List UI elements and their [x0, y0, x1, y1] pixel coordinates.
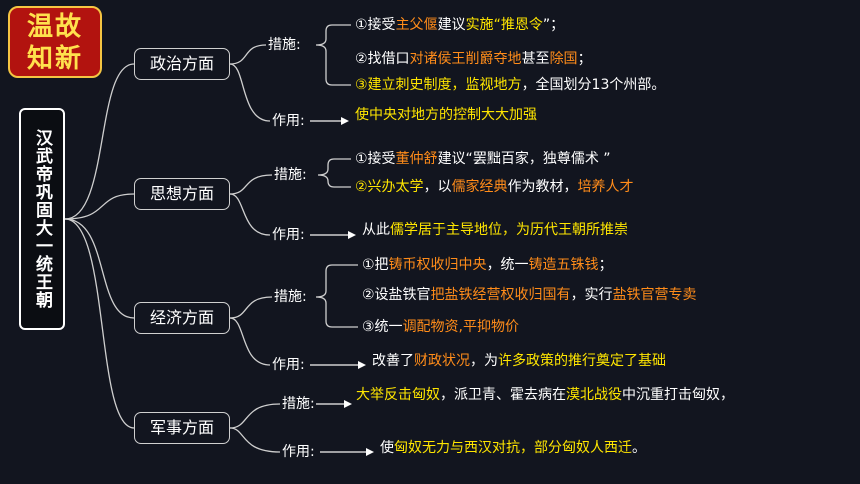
measure-text-seg: ； — [577, 51, 592, 67]
measure-item: ③建立刺史制度，监视地方，全国划分13个州部。 — [355, 76, 665, 94]
effect-text-seg: 使 — [380, 440, 394, 456]
measure-item: ②设盐铁官把盐铁经营权收归国有，实行盐铁官营专卖 — [362, 286, 697, 304]
measure-text-seg: ，统一 — [486, 257, 529, 273]
effect-label: 作用: — [272, 357, 305, 373]
measure-text-seg: ，以 — [423, 179, 452, 195]
measure-text-seg: 盐铁官营专卖 — [612, 287, 697, 303]
measure-text-seg: ③统一 — [362, 319, 403, 335]
category-politics: 政治方面 — [134, 48, 230, 80]
badge-line-1: 温故 — [26, 12, 83, 42]
category-thought: 思想方面 — [134, 178, 230, 210]
measure-label: 措施: — [274, 167, 307, 183]
measure-text-seg: 董仲舒 — [395, 151, 438, 167]
main-title: 汉武帝巩固大一统王朝 — [32, 129, 52, 309]
measure-text-seg: 对诸侯王削爵夺地 — [409, 51, 522, 67]
measure-text-seg: 主父偃 — [395, 17, 438, 33]
measure-text-seg: 作为教材， — [507, 179, 578, 195]
measure-text-seg: ； — [598, 257, 613, 273]
measure-item: ①把铸币权收归中央，统一铸造五铢钱； — [362, 256, 613, 274]
measure-text-seg: ”； — [542, 17, 565, 33]
effect-text-seg: 使中央对地方的控制大大加强 — [355, 107, 537, 123]
measure-text-seg: 中沉重打击匈奴， — [622, 387, 734, 403]
measure-text-seg: 大举反击匈奴 — [356, 387, 440, 403]
measure-text-seg: ①把 — [362, 257, 389, 273]
measure-text-seg: ①接受 — [355, 17, 396, 33]
measure-text-seg: ，派卫青、霍去病在 — [440, 387, 566, 403]
effect-label: 作用: — [272, 113, 305, 129]
effect-text: 改善了财政状况，为许多政策的推行奠定了基础 — [372, 352, 666, 370]
measure-label: 措施: — [268, 37, 301, 53]
measure-text-seg: 实施 — [465, 17, 494, 33]
effect-text-seg: 儒学居于主导地位，为历代王朝所推崇 — [390, 222, 628, 238]
effect-text-seg: ，为 — [470, 353, 498, 369]
measure-text-seg: 铸币权收归中央 — [388, 257, 487, 273]
badge-line-2: 知新 — [26, 44, 83, 74]
effect-text-seg: 。 — [632, 440, 646, 456]
effect-label: 作用: — [272, 227, 305, 243]
measure-text-seg: 除国 — [549, 51, 578, 67]
effect-text-seg: 财政状况 — [414, 353, 470, 369]
measure-item: 大举反击匈奴，派卫青、霍去病在漠北战役中沉重打击匈奴， — [356, 386, 734, 404]
measure-text-seg: ②设盐铁官 — [362, 287, 431, 303]
measure-item: ②兴办太学，以儒家经典作为教材，培养人才 — [355, 178, 634, 196]
category-military: 军事方面 — [134, 412, 230, 444]
measure-text-seg: ②找借口 — [355, 51, 410, 67]
measure-text-seg: 甚至 — [521, 51, 550, 67]
measure-item: ①接受主父偃建议实施“推恩令”； — [355, 16, 564, 34]
measure-text-seg: ②兴办太学 — [355, 179, 424, 195]
effect-text-seg: 改善了 — [372, 353, 414, 369]
effect-text-seg: 许多政策的推行奠定了基础 — [498, 353, 666, 369]
measure-item: ②找借口对诸侯王削爵夺地甚至除国； — [355, 50, 592, 68]
measure-text-seg: “推恩令 — [493, 17, 543, 33]
measure-text-seg: ③建立刺史制度，监视地方 — [355, 77, 522, 93]
measure-item: ①接受董仲舒建议“罢黜百家，独尊儒术 ” — [355, 150, 611, 168]
measure-label: 措施: — [282, 396, 315, 412]
measure-label: 措施: — [274, 289, 307, 305]
effect-text-seg: 从此 — [362, 222, 390, 238]
measure-text-seg: ①接受 — [355, 151, 396, 167]
effect-text: 使匈奴无力与西汉对抗，部分匈奴人西迁。 — [380, 439, 646, 457]
measure-text-seg: 培养人才 — [577, 179, 634, 195]
effect-label: 作用: — [282, 444, 315, 460]
measure-text-seg: ，实行 — [570, 287, 613, 303]
measure-text-seg: ，全国划分13个州部。 — [521, 77, 666, 93]
category-economy: 经济方面 — [134, 302, 230, 334]
measure-text-seg: 建议“罢黜百家，独尊儒术 ” — [437, 151, 611, 167]
effect-text: 从此儒学居于主导地位，为历代王朝所推崇 — [362, 221, 628, 239]
measure-text-seg: 儒家经典 — [451, 179, 508, 195]
measure-text-seg: 漠北战役 — [566, 387, 622, 403]
measure-text-seg: 把盐铁经营权收归国有 — [430, 287, 571, 303]
effect-text: 使中央对地方的控制大大加强 — [355, 106, 537, 124]
review-badge: 温故 知新 — [8, 6, 102, 78]
effect-text-seg: 匈奴无力与西汉对抗，部分匈奴人西迁 — [394, 440, 632, 456]
measure-text-seg: 铸造五铢钱 — [528, 257, 599, 273]
measure-item: ③统一调配物资,平抑物价 — [362, 318, 519, 336]
measure-text-seg: 建议 — [437, 17, 466, 33]
measure-text-seg: 调配物资,平抑物价 — [402, 319, 520, 335]
main-title-box: 汉武帝巩固大一统王朝 — [19, 108, 65, 330]
